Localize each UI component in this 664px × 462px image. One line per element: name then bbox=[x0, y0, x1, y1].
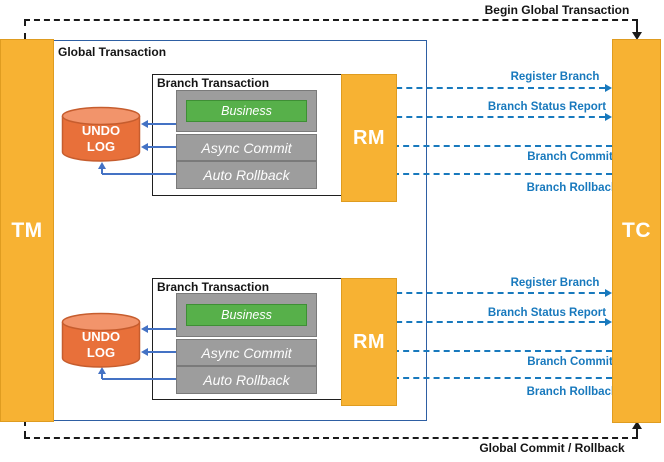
undo-log-arrow-line bbox=[102, 173, 176, 175]
arrow-left-icon bbox=[141, 348, 148, 356]
branch-rollback-arrow bbox=[322, 173, 612, 175]
global-transaction-label: Global Transaction bbox=[58, 45, 167, 59]
arrow-right-icon bbox=[605, 113, 612, 121]
undo-log-label: UNDO LOG bbox=[81, 123, 121, 154]
arrow-right-icon bbox=[605, 318, 612, 326]
rm-label: RM bbox=[352, 126, 386, 149]
cylinder-icon bbox=[61, 312, 141, 368]
arrow-left-icon bbox=[141, 143, 148, 151]
undo-log-arrow-line bbox=[148, 328, 176, 330]
branch-commit-arrow bbox=[322, 350, 612, 352]
auto-rollback-box: Auto Rollback bbox=[176, 161, 317, 189]
undo-log-label: UNDO LOG bbox=[81, 329, 121, 360]
begin-flow-line-left bbox=[24, 20, 26, 39]
rm-box: RM bbox=[341, 278, 397, 406]
undo-log-arrow-line bbox=[148, 123, 176, 125]
arrow-left-icon bbox=[141, 120, 148, 128]
business-container: Business bbox=[176, 90, 317, 132]
arrow-up-icon bbox=[98, 162, 106, 169]
register-branch-arrow bbox=[315, 87, 605, 89]
business-box: Business bbox=[186, 304, 307, 326]
arrow-right-icon bbox=[605, 84, 612, 92]
branch-status-report-arrow bbox=[315, 116, 605, 118]
branch-transaction-title: Branch Transaction bbox=[157, 76, 270, 90]
undo-log-cylinder bbox=[61, 106, 141, 164]
branch-status-report-label: Branch Status Report bbox=[487, 307, 607, 319]
rm-label: RM bbox=[352, 330, 386, 353]
tm-box: TM bbox=[0, 39, 54, 422]
branch-rollback-label: Branch Rollback bbox=[526, 386, 618, 398]
business-box: Business bbox=[186, 100, 307, 122]
branch-commit-arrow bbox=[322, 145, 612, 147]
tm-label: TM bbox=[11, 218, 43, 242]
begin-flow-line-right bbox=[636, 21, 638, 33]
branch-commit-label: Branch Commit bbox=[527, 356, 613, 368]
tc-label: TC bbox=[622, 219, 651, 242]
async-commit-box: Async Commit bbox=[176, 339, 317, 366]
branch-commit-label: Branch Commit bbox=[527, 151, 613, 163]
branch-rollback-arrow bbox=[322, 377, 612, 379]
branch-status-report-label: Branch Status Report bbox=[487, 101, 607, 113]
rm-box: RM bbox=[341, 74, 397, 202]
undo-log-arrow-line bbox=[101, 168, 103, 174]
end-flow-line-left bbox=[24, 420, 26, 437]
undo-log-arrow-line bbox=[148, 351, 176, 353]
cylinder-icon bbox=[61, 106, 141, 162]
register-branch-arrow bbox=[315, 292, 605, 294]
branch-transaction-title: Branch Transaction bbox=[157, 280, 270, 294]
async-commit-label: Async Commit bbox=[201, 344, 292, 361]
auto-rollback-box: Auto Rollback bbox=[176, 366, 317, 394]
undo-log-arrow-line bbox=[148, 146, 176, 148]
business-container: Business bbox=[176, 293, 317, 337]
arrow-up-icon bbox=[98, 367, 106, 374]
undo-log-arrow-line bbox=[102, 378, 176, 380]
arrow-up-icon bbox=[632, 421, 642, 429]
begin-global-transaction-label: Begin Global Transaction bbox=[484, 3, 630, 17]
tc-box: TC bbox=[612, 39, 661, 423]
business-label: Business bbox=[221, 308, 272, 322]
register-branch-label: Register Branch bbox=[510, 277, 600, 289]
arrow-right-icon bbox=[605, 289, 612, 297]
async-commit-label: Async Commit bbox=[201, 139, 292, 156]
arrow-down-icon bbox=[632, 32, 642, 40]
branch-status-report-arrow bbox=[315, 321, 605, 323]
async-commit-box: Async Commit bbox=[176, 134, 317, 161]
arrow-left-icon bbox=[141, 325, 148, 333]
begin-flow-line bbox=[24, 19, 638, 21]
branch-rollback-label: Branch Rollback bbox=[526, 182, 618, 194]
register-branch-label: Register Branch bbox=[510, 71, 600, 83]
end-flow-line-right bbox=[636, 428, 638, 437]
business-label: Business bbox=[221, 104, 272, 118]
end-flow-line bbox=[24, 437, 638, 439]
auto-rollback-label: Auto Rollback bbox=[203, 372, 290, 388]
auto-rollback-label: Auto Rollback bbox=[203, 167, 290, 183]
undo-log-arrow-line bbox=[101, 373, 103, 379]
global-commit-rollback-label: Global Commit / Rollback bbox=[479, 441, 625, 455]
undo-log-cylinder bbox=[61, 312, 141, 370]
